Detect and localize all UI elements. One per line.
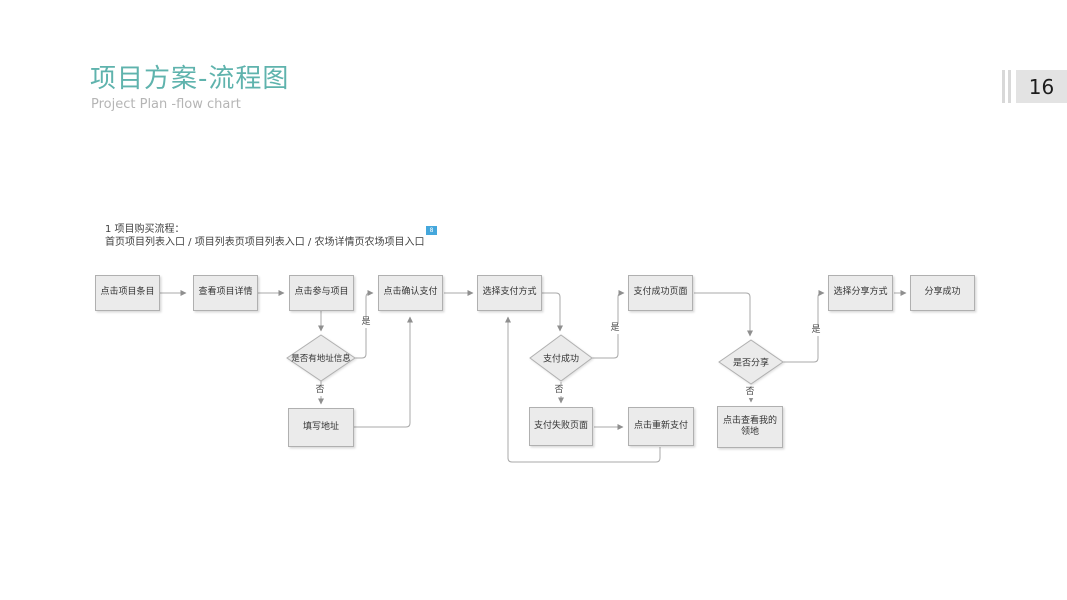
decision-share-or-not-shape	[718, 339, 784, 385]
node-click-confirm-payment: 点击确认支付	[378, 275, 443, 311]
comment-badge: 8	[426, 226, 437, 235]
decision-has-address-info-label: 是否有地址信息	[291, 354, 351, 364]
branch-yes-label: 是	[609, 323, 621, 334]
node-click-repay: 点击重新支付	[628, 407, 694, 446]
node-click-project-item: 点击项目条目	[95, 275, 160, 311]
flow-note-line2: 首页项目列表入口 / 项目列表页项目列表入口 / 农场详情页农场项目入口	[105, 237, 425, 248]
node-view-my-territory: 点击查看我的领地	[717, 406, 783, 448]
decision-has-address-info-shape	[286, 334, 356, 382]
decision-payment-success-label: 支付成功	[542, 354, 580, 365]
node-view-project-detail: 查看项目详情	[193, 275, 258, 311]
branch-yes-label: 是	[810, 325, 822, 336]
branch-no-label: 否	[553, 385, 565, 396]
page-subtitle: Project Plan -flow chart	[91, 97, 241, 112]
decision-payment-success-shape	[529, 334, 593, 382]
branch-no-label: 否	[744, 387, 756, 398]
node-fill-address: 填写地址	[288, 408, 354, 447]
node-payment-failed-page: 支付失败页面	[529, 407, 593, 446]
page-title: 项目方案-流程图	[90, 64, 290, 94]
branch-no-label: 否	[314, 385, 326, 396]
page-number-decor-bar	[1002, 70, 1005, 103]
decision-share-or-not-label: 是否分享	[732, 358, 770, 369]
page-number: 16	[1016, 70, 1067, 103]
node-click-join-project: 点击参与项目	[289, 275, 354, 311]
page-number-decor-bar	[1008, 70, 1011, 103]
flow-note: 1 项目购买流程： 首页项目列表入口 / 项目列表页项目列表入口 / 农场详情页…	[105, 223, 424, 249]
flow-note-line1: 1 项目购买流程：	[105, 224, 185, 235]
node-choose-share-method: 选择分享方式	[828, 275, 893, 311]
node-payment-success-page: 支付成功页面	[628, 275, 693, 311]
node-share-success: 分享成功	[910, 275, 975, 311]
branch-yes-label: 是	[360, 317, 372, 328]
node-choose-payment-method: 选择支付方式	[477, 275, 542, 311]
